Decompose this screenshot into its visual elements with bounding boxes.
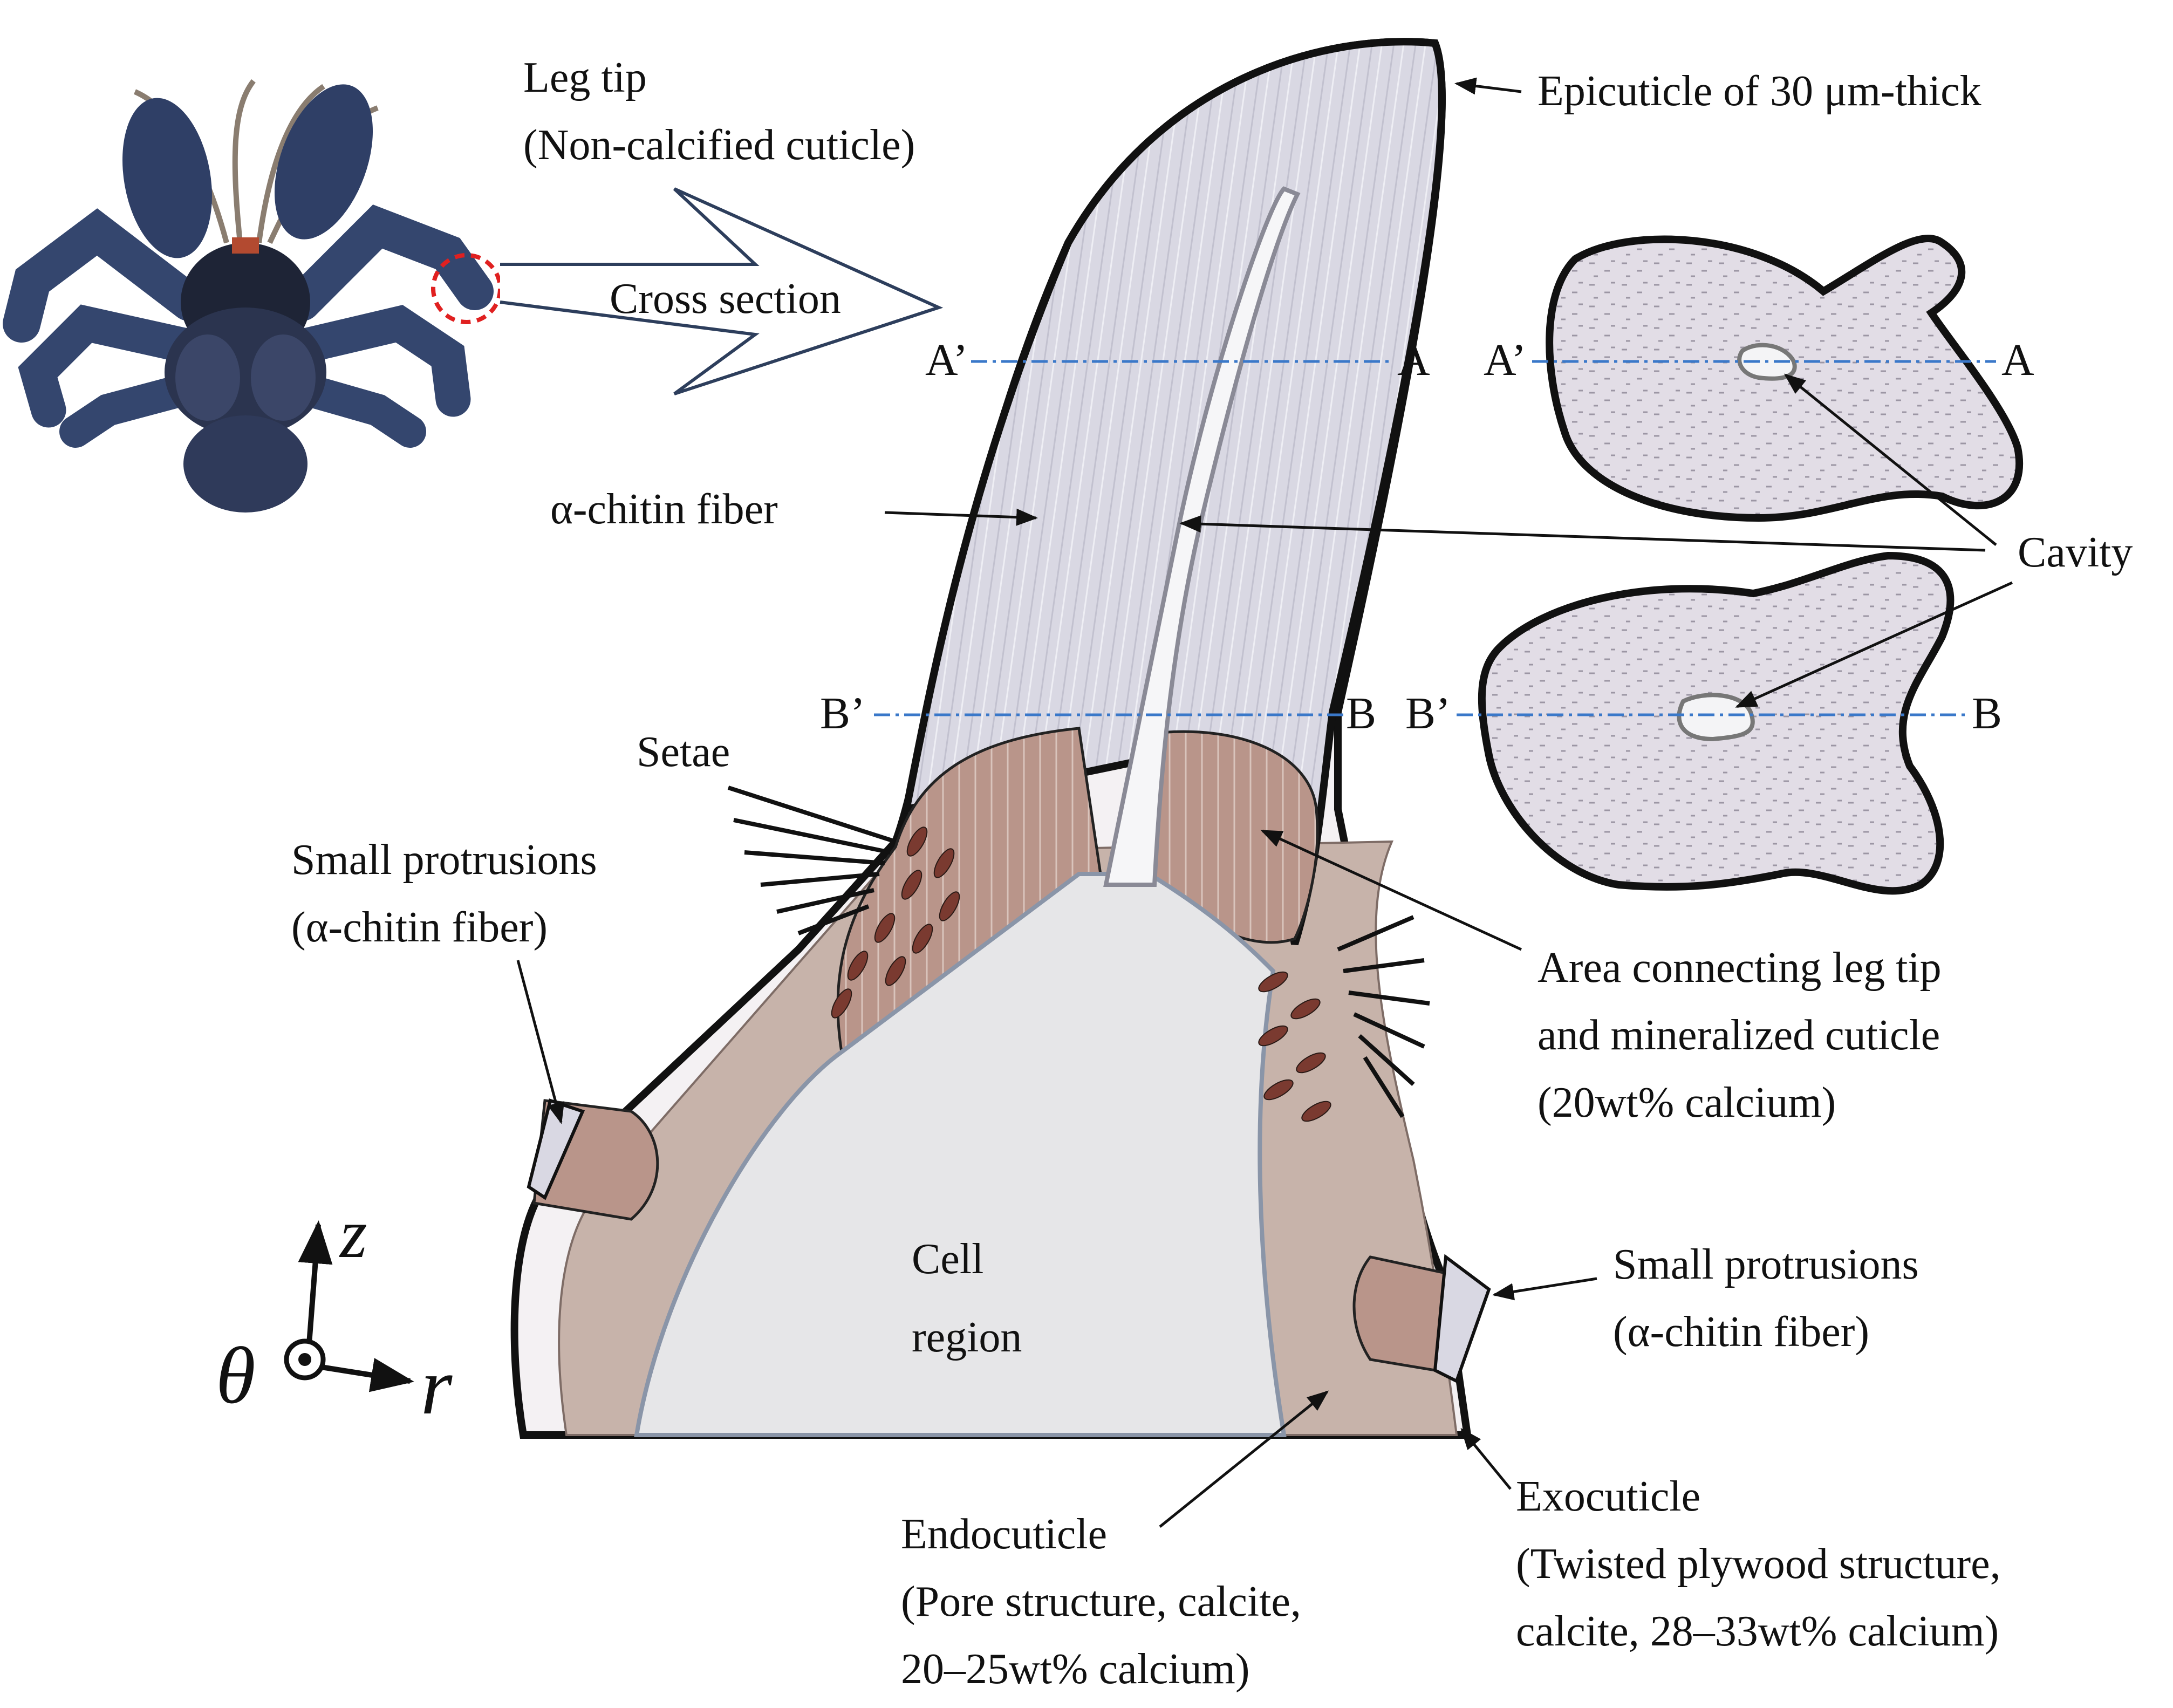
arrow-small-prot-left xyxy=(516,960,565,1124)
axis-r-label: r xyxy=(421,1342,453,1431)
label-endocuticle-desc-1: (Pore structure, calcite, xyxy=(901,1578,1301,1625)
label-endocuticle-desc-2: 20–25wt% calcium) xyxy=(901,1645,1249,1693)
label-cavity: Cavity xyxy=(2018,529,2133,576)
cross-section-b xyxy=(1457,551,1969,895)
arrow-area-connecting xyxy=(1260,829,1522,951)
axis-theta-label: θ xyxy=(216,1331,256,1420)
arrow-endocuticle xyxy=(1159,1390,1329,1528)
label-cell-region-2: region xyxy=(912,1314,1022,1361)
arrow-cavity-a xyxy=(1784,373,1997,546)
arrow-cavity-b xyxy=(1735,581,2013,708)
section-b-main: B xyxy=(1346,688,1376,739)
cross-section-arrow xyxy=(500,187,944,395)
axis-z-label: z xyxy=(339,1195,367,1273)
label-small-prot-left-desc: (α-chitin fiber) xyxy=(291,904,548,951)
label-cross-section: Cross section xyxy=(610,275,841,323)
label-leg-tip-desc: (Non-calcified cuticle) xyxy=(523,121,915,169)
section-a-main: A xyxy=(1397,335,1430,385)
label-exocuticle-desc-2: calcite, 28–33wt% calcium) xyxy=(1516,1608,1999,1655)
arrow-small-prot-right xyxy=(1492,1277,1597,1301)
label-small-prot-right: Small protrusions xyxy=(1613,1241,1919,1288)
label-epicuticle: Epicuticle of 30 μm-thick xyxy=(1538,67,1981,115)
longitudinal-section xyxy=(510,38,1491,1439)
arrow-epicuticle xyxy=(1454,77,1522,95)
cross-section-a xyxy=(1532,235,2024,522)
arrow-exocuticle xyxy=(1460,1427,1512,1490)
label-small-prot-right-desc: (α-chitin fiber) xyxy=(1613,1308,1869,1356)
coordinate-axes: z θ r xyxy=(216,1195,453,1431)
section-b-cross: B xyxy=(1972,688,2002,739)
label-cell-region-1: Cell xyxy=(912,1235,983,1283)
section-b-prime-main: B’ xyxy=(820,688,865,739)
label-small-prot-left: Small protrusions xyxy=(291,836,597,884)
arrow-alpha-chitin xyxy=(884,508,1038,526)
label-leg-tip: Leg tip xyxy=(523,54,647,101)
label-area-connecting-3: (20wt% calcium) xyxy=(1538,1079,1836,1126)
section-a-cross: A xyxy=(2001,335,2034,385)
section-a-prime-main: A’ xyxy=(925,335,968,385)
label-area-connecting-1: Area connecting leg tip xyxy=(1538,944,1942,992)
label-area-connecting-2: and mineralized cuticle xyxy=(1538,1012,1940,1059)
crab-illustration xyxy=(3,79,494,513)
label-exocuticle-desc-1: (Twisted plywood structure, xyxy=(1516,1540,2001,1588)
section-a-prime-cross: A’ xyxy=(1484,335,1526,385)
label-alpha-chitin: α-chitin fiber xyxy=(550,486,778,533)
label-setae: Setae xyxy=(637,728,730,776)
label-endocuticle: Endocuticle xyxy=(901,1511,1107,1558)
arrow-cavity-main xyxy=(1179,515,1986,552)
section-b-prime-cross: B’ xyxy=(1405,688,1451,739)
label-exocuticle: Exocuticle xyxy=(1516,1473,1700,1520)
